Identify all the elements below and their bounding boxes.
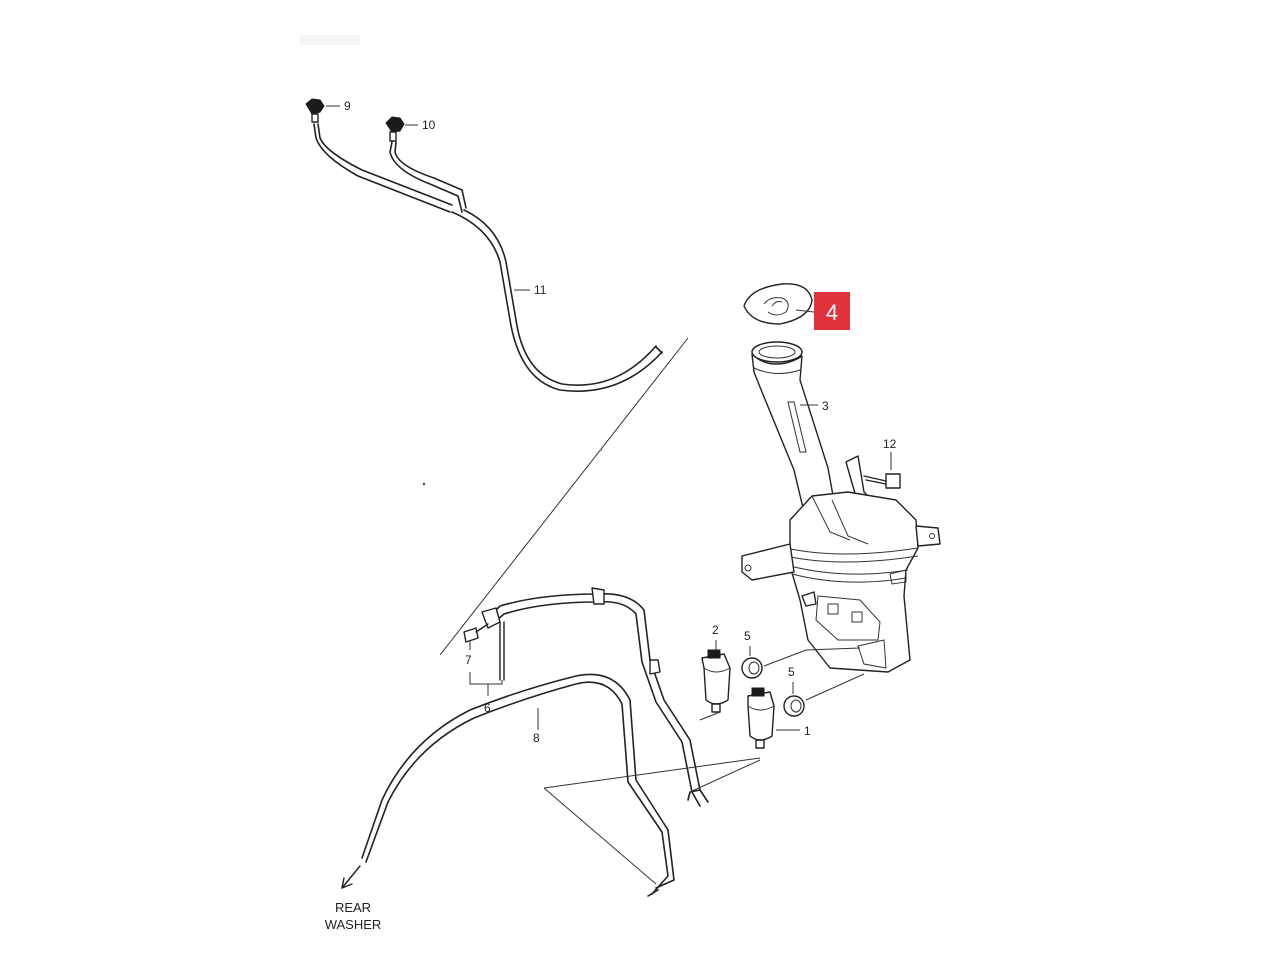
speck — [599, 448, 603, 452]
highlight-badge: 4 — [814, 292, 850, 330]
grommet-5-upper: 5 — [741, 629, 861, 679]
filler-neck-3: 3 — [751, 341, 837, 513]
callout-9: 9 — [344, 99, 351, 113]
washer-reservoir-tank — [741, 455, 941, 673]
projection-line — [439, 337, 689, 656]
nozzle-9: 9 — [305, 98, 351, 123]
front-washer-hose-11: 11 — [313, 123, 663, 392]
washer-pump-2: 2 — [701, 623, 731, 713]
grommet-5-lower: 5 — [783, 665, 865, 717]
highlight-badge-label: 4 — [826, 300, 838, 325]
rear-washer-hoses: 7 6 8 — [341, 587, 761, 897]
callout-6: 6 — [484, 701, 491, 715]
callout-1: 1 — [804, 724, 811, 738]
reservoir-cap-4 — [743, 283, 815, 325]
callout-5-lower: 5 — [788, 665, 795, 679]
washer-pump-1: 1 — [747, 687, 811, 749]
callout-3: 3 — [822, 399, 829, 413]
callout-5-upper: 5 — [744, 629, 751, 643]
header-smudge — [300, 35, 360, 45]
callout-12: 12 — [883, 437, 897, 451]
callout-8: 8 — [533, 731, 540, 745]
callout-10: 10 — [422, 118, 436, 132]
nozzle-10: 10 — [385, 116, 436, 142]
speck — [422, 482, 426, 486]
bolt-12: 12 — [863, 437, 901, 489]
rear-washer-label-line2: WASHER — [325, 917, 382, 932]
rear-washer-label: REAR WASHER — [325, 900, 382, 932]
callout-7: 7 — [465, 653, 472, 667]
rear-washer-label-line1: REAR — [335, 900, 371, 915]
callout-2: 2 — [712, 623, 719, 637]
callout-11: 11 — [534, 283, 547, 297]
